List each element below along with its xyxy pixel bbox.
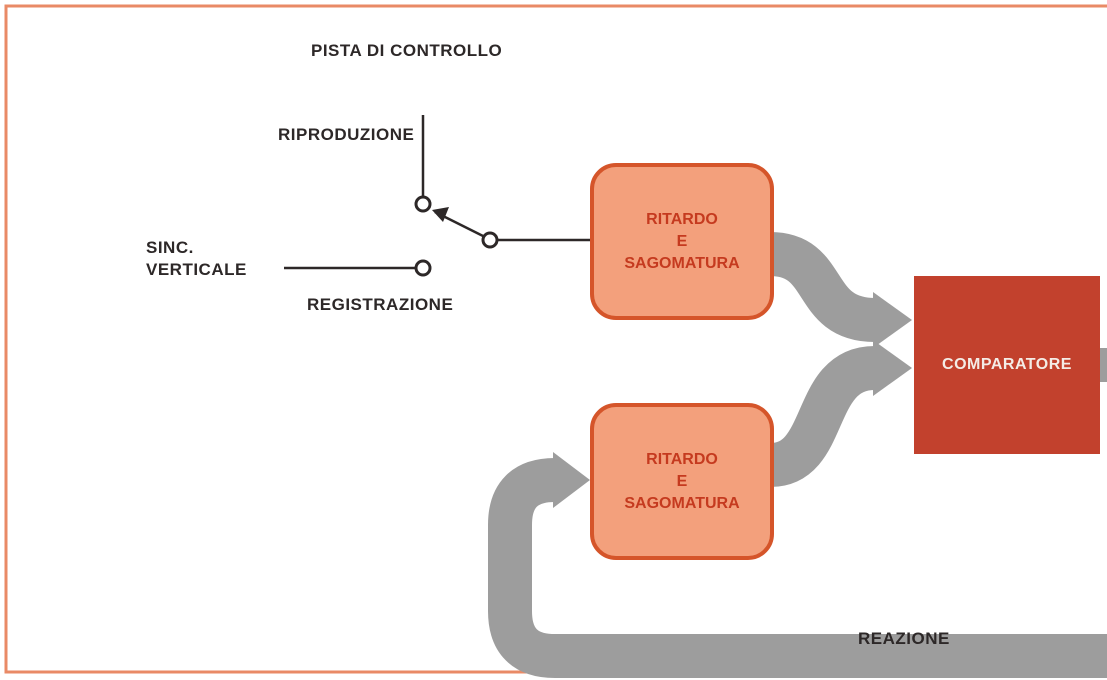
ritardo-bottom-line1: RITARDO: [646, 450, 718, 468]
riproduzione-contact: [414, 195, 432, 213]
ritardo-top-line1: RITARDO: [646, 210, 718, 228]
ritardo-bottom-line3: SAGOMATURA: [624, 494, 740, 512]
ritardo-bottom-line2: E: [676, 472, 688, 490]
ritardo-sagomatura-block-top: RITARDO E SAGOMATURA: [590, 163, 774, 320]
flow-arrow-bottom-head: [873, 340, 912, 396]
switch-arm-arrowhead: [432, 207, 449, 222]
flow-arrow-top-to-comparator: [768, 232, 877, 342]
comparatore-block: COMPARATORE: [914, 276, 1100, 454]
ritardo-top-line3: SAGOMATURA: [624, 254, 740, 272]
riproduzione-label: RIPRODUZIONE: [278, 125, 415, 144]
ritardo-sagomatura-block-bottom: RITARDO E SAGOMATURA: [590, 403, 774, 560]
comparatore-label: COMPARATORE: [942, 356, 1072, 373]
feedback-arrow-head: [553, 452, 590, 508]
registrazione-contact: [414, 259, 432, 277]
flow-arrow-top-head: [873, 292, 912, 348]
verticale-label: VERTICALE: [146, 260, 247, 279]
registrazione-label: REGISTRAZIONE: [307, 295, 454, 314]
sinc-label: SINC.: [146, 238, 194, 257]
switch-pivot-contact: [481, 231, 499, 249]
ritardo-top-line2: E: [676, 232, 688, 250]
comparator-output-stub: [1097, 348, 1107, 382]
flow-arrow-bottom-to-comparator: [767, 346, 878, 487]
reazione-label: REAZIONE: [858, 629, 950, 648]
feedback-reazione-path: [488, 458, 1107, 678]
pista-di-controllo-label: PISTA DI CONTROLLO: [311, 41, 503, 60]
